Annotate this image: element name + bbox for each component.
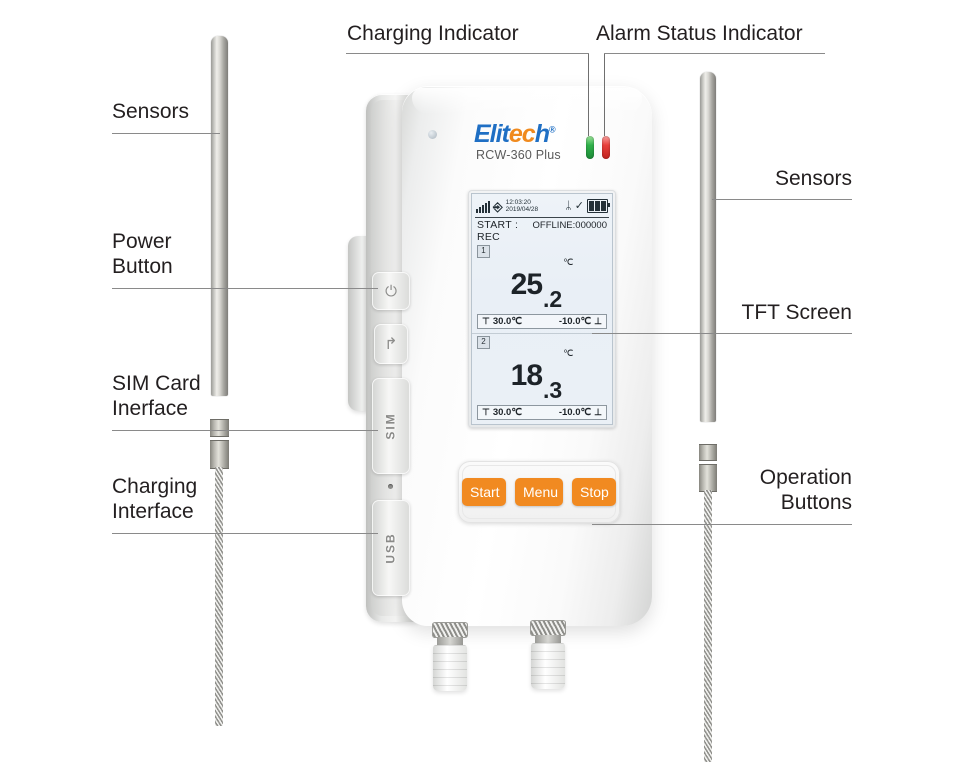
- ambient-sensor-dot: [428, 130, 437, 139]
- callout-sensors-left: Sensors: [112, 100, 190, 123]
- probe-rod: [211, 36, 228, 396]
- callout-charging-interface: Charging Interface: [112, 475, 198, 523]
- brand-part3: h: [534, 120, 550, 148]
- sim-label: SIM: [384, 412, 398, 440]
- signal-bars-icon: [476, 200, 490, 213]
- leader-charging-interface: [112, 533, 378, 534]
- probe-cable: [704, 490, 712, 762]
- leader-tft-screen: [592, 333, 852, 334]
- reading-decimal: .3: [543, 377, 563, 403]
- channel-1-limits: ⊤ 30.0℃ -10.0℃ ⊥: [477, 314, 607, 329]
- status-divider: [475, 217, 609, 218]
- screen-time: 12:03:20: [505, 199, 531, 206]
- usb-charging-port[interactable]: USB: [372, 500, 410, 596]
- callout-operation-buttons: Operation Buttons: [759, 466, 852, 514]
- sensor-probe-right: [699, 72, 717, 762]
- low-limit-value: -10.0℃: [558, 407, 592, 418]
- low-limit-icon: ⊥: [594, 316, 602, 326]
- brand-part2: ec: [508, 120, 536, 148]
- screen-date: 2019/04/28: [505, 206, 539, 213]
- probe-ferrule-upper: [210, 419, 229, 437]
- leader-operation-buttons: [592, 524, 852, 525]
- sensor-connector-1: [432, 622, 468, 692]
- power-button[interactable]: ⏻: [372, 272, 410, 310]
- connector-strain-relief: [531, 643, 565, 689]
- probe-rod: [700, 72, 716, 422]
- connector-knurled-nut: [432, 622, 468, 638]
- menu-button[interactable]: Menu: [515, 478, 563, 506]
- leader-sim-card-interface: [112, 430, 378, 431]
- channel-2-reading: 18 .3 ℃: [477, 346, 607, 405]
- channel-number: 2: [477, 336, 490, 349]
- channel-number: 1: [477, 245, 490, 258]
- registered-mark: ®: [549, 124, 556, 135]
- alarm-led-indicator: [602, 136, 610, 159]
- high-limit-icon: ⊤: [482, 407, 490, 417]
- callout-power-button: Power Button: [112, 230, 173, 278]
- body-highlight: [412, 88, 642, 114]
- reset-pinhole-icon: [388, 484, 393, 489]
- reset-button[interactable]: ↱: [374, 324, 408, 364]
- sensor-probe-left: [210, 36, 229, 726]
- record-status-row: START : REC OFFLINE:000000: [472, 218, 612, 243]
- leader-power-button: [112, 288, 378, 289]
- leader-sensors-left: [112, 133, 220, 134]
- tft-screen[interactable]: ⎆ 12:03:20 2019/04/28 ᛦ ✓ START : REC: [471, 193, 613, 425]
- operation-buttons-panel: Start Menu Stop: [458, 461, 620, 523]
- leader-charging-indicator-vertical: [588, 53, 589, 136]
- check-icon: ✓: [574, 200, 584, 212]
- connector-neck: [436, 637, 464, 646]
- charging-led-indicator: [586, 136, 594, 159]
- power-icon: ⏻: [385, 282, 397, 300]
- diagram-canvas: ⏻ ↱ SIM USB Elitech® RCW-360 Plus: [112, 22, 852, 762]
- low-limit-value: -10.0℃: [558, 316, 592, 327]
- connector-knurled-nut: [530, 620, 566, 636]
- reading-integer: 25: [510, 267, 543, 301]
- channel-1-panel: 1 25 .2 ℃ ⊤ 30.0℃ -10.0℃ ⊥: [472, 243, 612, 333]
- battery-icon: [587, 199, 610, 213]
- low-limit-icon: ⊥: [594, 407, 602, 417]
- connector-neck: [534, 635, 562, 644]
- stop-button[interactable]: Stop: [572, 478, 616, 506]
- reading-unit: ℃: [563, 257, 574, 267]
- channel-2-panel: 2 18 .3 ℃ ⊤ 30.0℃ -10.0℃ ⊥: [472, 333, 612, 424]
- brand-part1: Elit: [474, 120, 510, 148]
- callout-sim-card-interface: SIM Card Inerface: [112, 372, 201, 420]
- leader-alarm-indicator-horizontal: [604, 53, 825, 54]
- callout-charging-indicator: Charging Indicator: [347, 22, 519, 45]
- screen-status-bar: ⎆ 12:03:20 2019/04/28 ᛦ ✓: [472, 194, 612, 217]
- tft-screen-bezel: ⎆ 12:03:20 2019/04/28 ᛦ ✓ START : REC: [468, 190, 616, 428]
- leader-sensors-right: [712, 199, 852, 200]
- reading-decimal: .2: [543, 286, 563, 312]
- reading-unit: ℃: [563, 348, 574, 358]
- probe-ferrule-lower: [210, 440, 229, 469]
- leader-alarm-indicator-vertical: [604, 53, 605, 136]
- callout-sensors-right: Sensors: [774, 167, 852, 190]
- connector-strain-relief: [433, 645, 467, 691]
- data-logger-device: ⏻ ↱ SIM USB Elitech® RCW-360 Plus: [348, 86, 652, 691]
- callout-alarm-status-indicator: Alarm Status Indicator: [596, 22, 803, 45]
- reading-integer: 18: [510, 358, 543, 392]
- bluetooth-icon: ᛦ: [565, 200, 572, 212]
- high-limit-value: 30.0℃: [492, 316, 523, 327]
- start-button[interactable]: Start: [462, 478, 506, 506]
- callout-tft-screen: TFT Screen: [741, 301, 852, 324]
- antenna-icon: ⎆: [493, 200, 503, 214]
- offline-count-label: OFFLINE:000000: [532, 220, 607, 231]
- sensor-connector-2: [530, 620, 566, 690]
- channel-2-limits: ⊤ 30.0℃ -10.0℃ ⊥: [477, 405, 607, 420]
- probe-ferrule-upper: [699, 444, 717, 461]
- model-name: RCW-360 Plus: [476, 148, 561, 162]
- probe-cable: [215, 467, 223, 726]
- leader-charging-indicator-horizontal: [346, 53, 589, 54]
- sim-card-slot[interactable]: SIM: [372, 378, 410, 474]
- brand-logo: Elitech®: [474, 120, 556, 149]
- channel-1-reading: 25 .2 ℃: [477, 255, 607, 314]
- usb-label: USB: [384, 532, 398, 564]
- operation-buttons-inner: Start Menu Stop: [462, 465, 616, 519]
- high-limit-value: 30.0℃: [492, 407, 523, 418]
- rec-status-label: START : REC: [477, 219, 519, 243]
- reset-arrow-icon: ↱: [384, 336, 398, 353]
- high-limit-icon: ⊤: [482, 316, 490, 326]
